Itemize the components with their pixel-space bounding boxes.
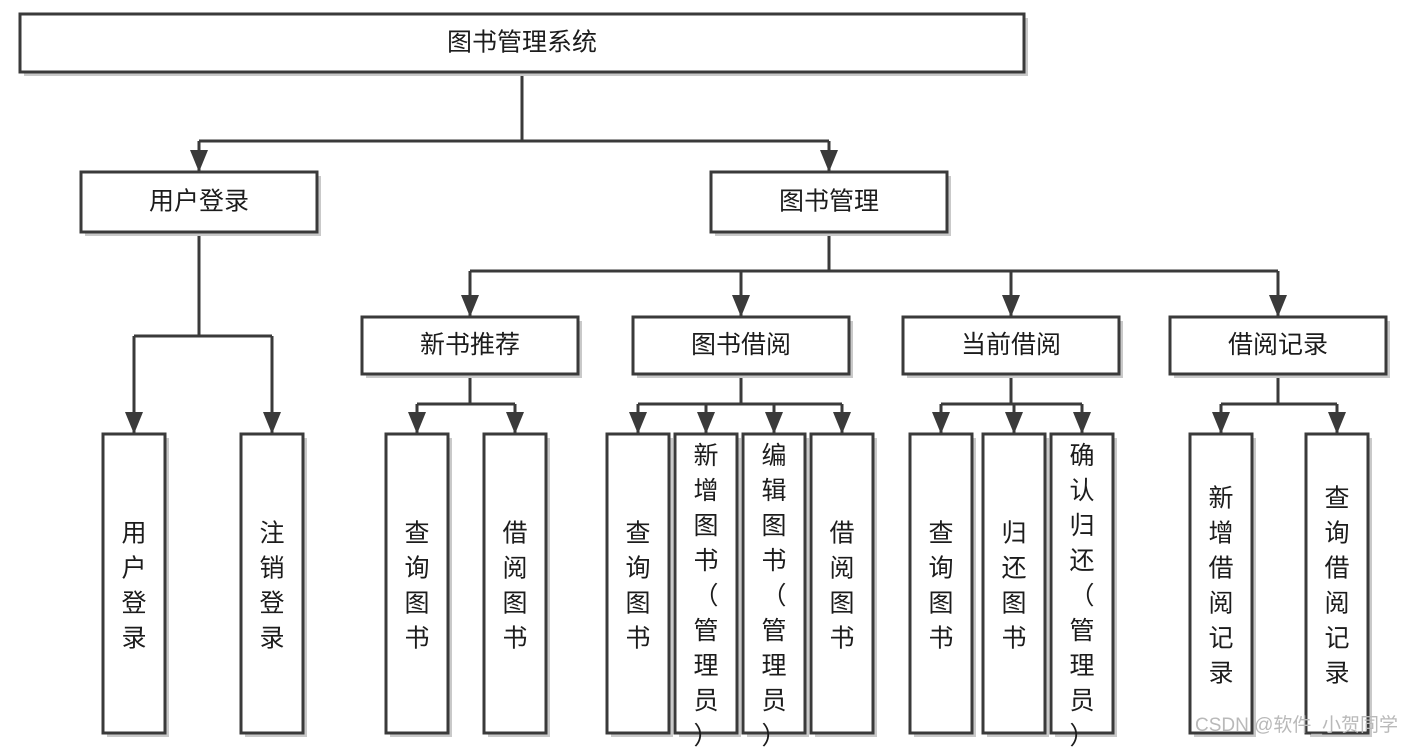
node-label: 新增借阅记录 [1208,485,1233,688]
node-leaf-return-book[interactable]: 归还图书 [981,432,1049,737]
node-rect[interactable] [384,432,450,735]
arrow-head-icon [1269,295,1287,317]
arrow-head-icon [461,295,479,317]
node-rect[interactable] [239,432,305,735]
node-rect[interactable] [709,170,949,234]
node-rect[interactable] [741,432,807,735]
node-book-borrow[interactable]: 图书借阅 [631,315,853,378]
arrow-head-icon [833,412,851,434]
node-rect[interactable] [981,432,1047,735]
node-rect[interactable] [79,170,319,234]
node-rect[interactable] [18,12,1026,74]
arrow-head-icon [629,412,647,434]
node-new-book-recommend[interactable]: 新书推荐 [360,315,582,378]
node-leaf-add-record[interactable]: 新增借阅记录 [1188,432,1256,737]
arrow-head-icon [1212,412,1230,434]
node-label: 图书管理 [779,188,879,216]
node-rect[interactable] [101,432,167,735]
node-label: 借阅图书 [829,520,854,653]
node-label: 用户登录 [121,520,146,653]
node-label: 编辑图书（管理员） [761,442,786,747]
node-label: 查询借阅记录 [1324,485,1349,688]
node-rect[interactable] [908,432,974,735]
node-user-login[interactable]: 用户登录 [79,170,321,236]
node-label: 借阅图书 [502,520,527,653]
node-rect[interactable] [901,315,1121,376]
connector-layer [125,72,1346,434]
node-book-manage[interactable]: 图书管理 [709,170,951,236]
node-leaf-borrow-book-1[interactable]: 借阅图书 [482,432,550,737]
node-rect[interactable] [809,432,875,735]
node-rect[interactable] [360,315,580,376]
arrow-head-icon [125,412,143,434]
node-borrow-record[interactable]: 借阅记录 [1168,315,1390,378]
node-root[interactable]: 图书管理系统 [18,12,1028,76]
arrow-head-icon [1005,412,1023,434]
node-rect[interactable] [1304,432,1370,735]
node-rect[interactable] [1168,315,1388,376]
node-leaf-edit-book[interactable]: 编辑图书（管理员） [741,432,809,747]
node-rect[interactable] [673,432,739,735]
node-label: 归还图书 [1001,520,1026,653]
arrow-head-icon [1328,412,1346,434]
node-rect[interactable] [482,432,548,735]
node-label: 确认归还（管理员） [1069,442,1094,747]
node-label: 注销登录 [259,520,284,653]
node-leaf-query-book-1[interactable]: 查询图书 [384,432,452,737]
node-label: 新书推荐 [420,331,520,359]
node-rect[interactable] [631,315,851,376]
node-rect[interactable] [605,432,671,735]
node-current-borrow[interactable]: 当前借阅 [901,315,1123,378]
node-leaf-user-logout[interactable]: 注销登录 [239,432,307,737]
node-layer: 图书管理系统用户登录图书管理用户登录注销登录新书推荐查询图书借阅图书图书借阅查询… [18,12,1390,747]
node-label: 用户登录 [149,188,249,216]
arrow-head-icon [697,412,715,434]
arrow-head-icon [408,412,426,434]
node-label: 新增图书（管理员） [693,442,718,747]
arrow-head-icon [732,295,750,317]
node-leaf-query-book-2[interactable]: 查询图书 [605,432,673,737]
node-rect[interactable] [1049,432,1115,735]
node-label: 查询图书 [404,520,429,653]
arrow-head-icon [1073,412,1091,434]
node-leaf-query-book-3[interactable]: 查询图书 [908,432,976,737]
node-label: 查询图书 [625,520,650,653]
node-leaf-borrow-book-2[interactable]: 借阅图书 [809,432,877,737]
arrow-head-icon [932,412,950,434]
node-leaf-add-book[interactable]: 新增图书（管理员） [673,432,741,747]
arrow-head-icon [506,412,524,434]
node-label: 图书借阅 [691,331,791,359]
arrow-head-icon [765,412,783,434]
arrow-head-icon [1002,295,1020,317]
node-label: 查询图书 [928,520,953,653]
node-label: 借阅记录 [1228,331,1328,359]
node-label: 图书管理系统 [447,29,597,57]
arrow-head-icon [820,150,838,172]
arrow-head-icon [263,412,281,434]
node-leaf-confirm-return[interactable]: 确认归还（管理员） [1049,432,1117,747]
node-leaf-query-record[interactable]: 查询借阅记录 [1304,432,1372,737]
node-label: 当前借阅 [961,331,1061,359]
node-leaf-user-login[interactable]: 用户登录 [101,432,169,737]
arrow-head-icon [190,150,208,172]
csdn-watermark: CSDN @软件_小贺同学 [1195,714,1398,736]
node-rect[interactable] [1188,432,1254,735]
